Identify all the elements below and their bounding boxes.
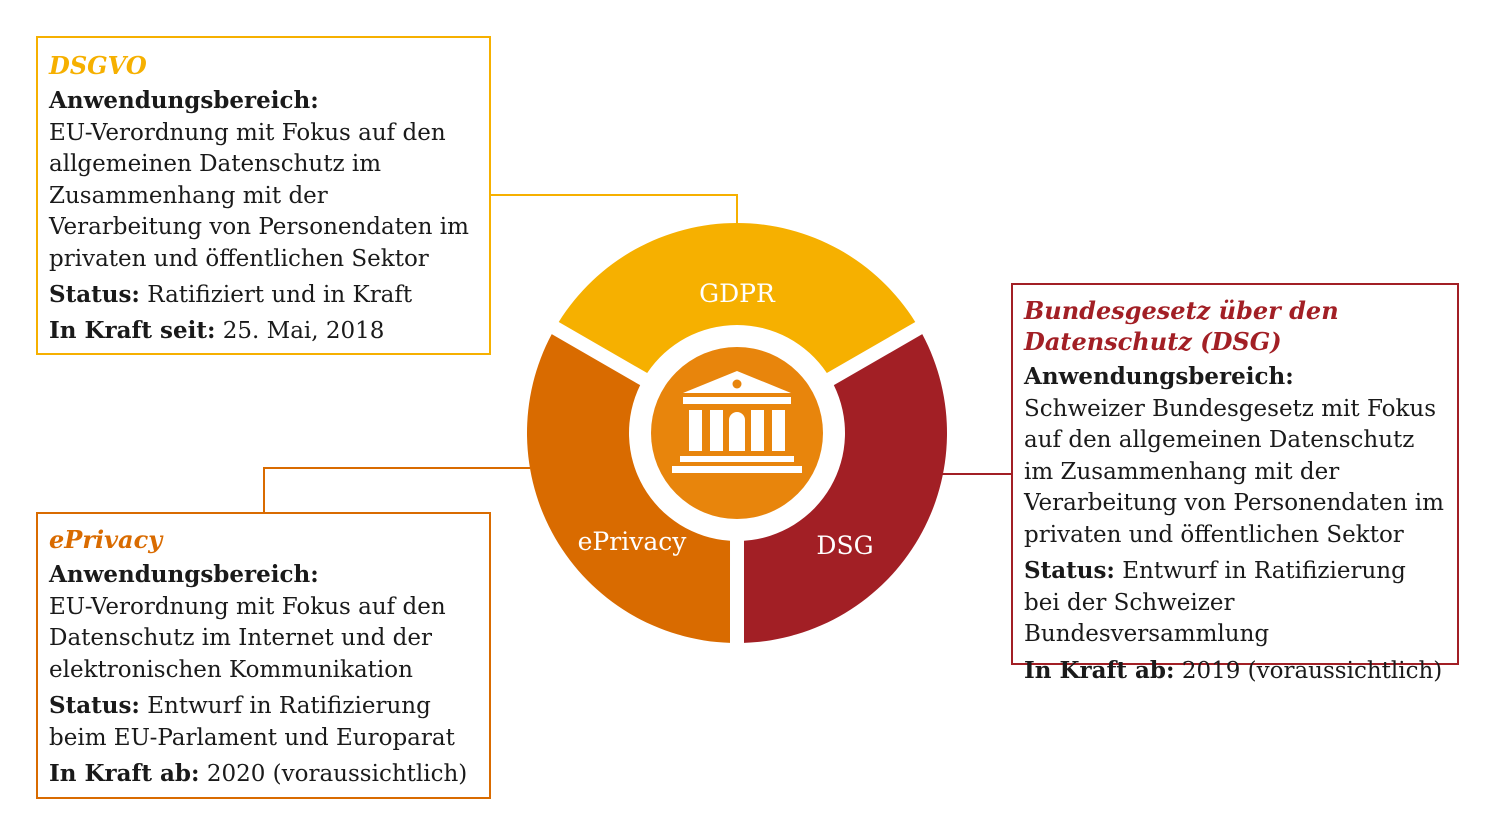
dsg-status-label: Status: bbox=[1024, 557, 1115, 584]
dsg-info-box: Bundesgesetz über den Datenschutz (DSG) … bbox=[1011, 283, 1459, 684]
bank-building-icon bbox=[672, 371, 802, 473]
dsg-scope-text: Schweizer Bundesgesetz mit Fokus auf den… bbox=[1024, 395, 1444, 548]
dsg-scope-label: Anwendungsbereich: bbox=[1024, 363, 1294, 390]
dsg-date-label: In Kraft ab: bbox=[1024, 656, 1175, 684]
wheel-label-eprivacy: ePrivacy bbox=[578, 527, 688, 556]
eprivacy-date-text: 2020 (voraussichtlich) bbox=[206, 761, 468, 787]
wheel-segment-dsg bbox=[743, 334, 947, 643]
dsg-title: Bundesgesetz über den Datenschutz (DSG) bbox=[1024, 296, 1339, 356]
wheel-label-dsg: DSG bbox=[816, 531, 873, 560]
dsgvo-title: DSGVO bbox=[49, 51, 147, 80]
dsgvo-status: Status: Ratifiziert und in Kraft bbox=[49, 279, 479, 312]
wheel-label-gdpr: GDPR bbox=[699, 279, 776, 308]
dsgvo-scope-label: Anwendungsbereich: bbox=[49, 87, 319, 114]
dsgvo-status-text: Ratifiziert und in Kraft bbox=[147, 282, 413, 308]
wheel-segment-eprivacy bbox=[527, 334, 731, 643]
dsgvo-status-label: Status: bbox=[49, 281, 140, 308]
dsgvo-scope: Anwendungsbereich: EU-Verordnung mit Fok… bbox=[49, 85, 479, 275]
wheel-segment-gdpr bbox=[558, 222, 916, 374]
eprivacy-status: Status: Entwurf in Ratifizierung beim EU… bbox=[49, 690, 479, 754]
eprivacy-date: In Kraft ab: 2020 (voraussichtlich) bbox=[49, 758, 479, 791]
eprivacy-title: ePrivacy bbox=[49, 525, 163, 554]
eprivacy-scope-label: Anwendungsbereich: bbox=[49, 561, 319, 588]
dsgvo-info-box: DSGVO Anwendungsbereich: EU-Verordnung m… bbox=[36, 36, 491, 355]
dsgvo-date-text: 25. Mai, 2018 bbox=[222, 317, 385, 344]
connector-eprivacy bbox=[263, 467, 530, 512]
eprivacy-scope: Anwendungsbereich: EU-Verordnung mit Fok… bbox=[49, 559, 479, 686]
dsgvo-date-label: In Kraft seit: bbox=[49, 316, 216, 344]
eprivacy-date-label: In Kraft ab: bbox=[49, 760, 200, 787]
dsg-status: Status: Entwurf in Ratifizierung bei der… bbox=[1024, 555, 1447, 651]
dsgvo-scope-text: EU-Verordnung mit Fokus auf den allgemei… bbox=[49, 119, 469, 272]
dsg-scope: Anwendungsbereich: Schweizer Bundesgeset… bbox=[1024, 361, 1447, 551]
dsg-date-text: 2019 (voraussichtlich) bbox=[1181, 657, 1443, 684]
eprivacy-info-box: ePrivacy Anwendungsbereich: EU-Verordnun… bbox=[36, 512, 491, 799]
dsg-status-text: Entwurf in Ratifizierung bei der Schweiz… bbox=[1024, 558, 1406, 647]
eprivacy-status-label: Status: bbox=[49, 692, 140, 719]
eprivacy-scope-text: EU-Verordnung mit Fokus auf den Datensch… bbox=[49, 593, 446, 683]
dsg-date: In Kraft ab: 2019 (voraussichtlich) bbox=[1024, 655, 1447, 688]
eprivacy-status-text: Entwurf in Ratifizierung beim EU-Parlame… bbox=[49, 693, 455, 751]
dsgvo-date: In Kraft seit: 25. Mai, 2018 bbox=[49, 315, 479, 348]
